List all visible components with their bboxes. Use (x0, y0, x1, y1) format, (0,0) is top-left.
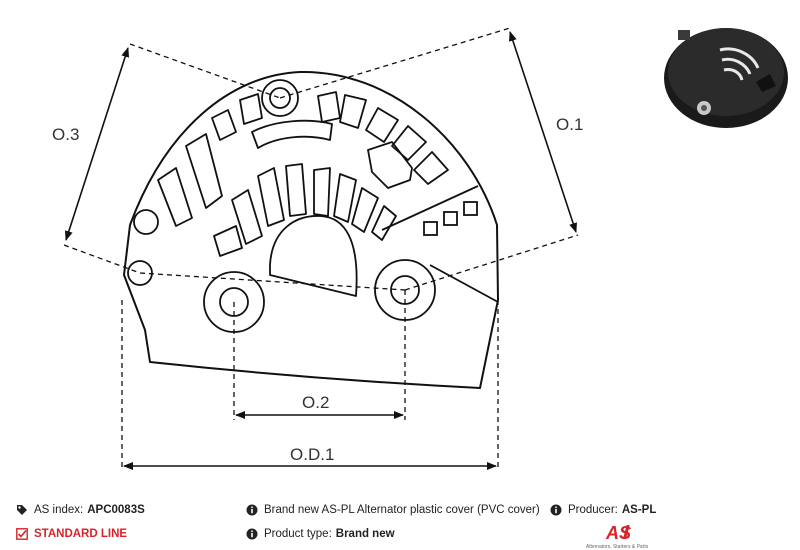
dim-od1-label: O.D.1 (290, 445, 334, 464)
terminal-area (381, 185, 499, 303)
as-index-row: AS index: APC0083S (16, 504, 145, 516)
info-icon (246, 504, 258, 516)
dimension-lines (64, 31, 577, 470)
standard-line-label: STANDARD LINE (34, 528, 128, 540)
product-type-value: Brand new (335, 528, 395, 540)
producer-value: AS-PL (621, 504, 657, 516)
standard-line-row: STANDARD LINE (16, 528, 127, 540)
product-type-row: Product type: Brand new (246, 528, 395, 540)
checkbox-icon (16, 528, 28, 540)
info-icon (246, 528, 258, 540)
logo-text: AS (605, 523, 631, 543)
as-index-label: AS index: (34, 504, 84, 516)
producer-row: Producer: AS-PL (550, 504, 656, 516)
technical-drawing: O.3 O.1 O.2 O.D.1 (52, 27, 583, 470)
dim-o3-label: O.3 (52, 125, 79, 144)
dim-o3-line (64, 47, 130, 241)
cover-outline (123, 70, 499, 389)
cover-slots (157, 91, 449, 297)
info-icon (550, 504, 562, 516)
logo-tagline: Alternators, Starters & Parts (586, 544, 649, 550)
dim-o1-line (509, 31, 577, 233)
producer-label: Producer: (568, 504, 618, 516)
product-type-label: Product type: (264, 528, 332, 540)
description-text: Brand new AS-PL Alternator plastic cover… (264, 504, 540, 516)
as-logo: AS Alternators, Starters & Parts (586, 523, 649, 550)
product-info: AS index: APC0083S STANDARD LINE Brand n… (0, 496, 800, 550)
extension-lines (63, 27, 579, 470)
dim-o1-label: O.1 (556, 115, 583, 134)
dim-o2-label: O.2 (302, 393, 329, 412)
tag-icon (17, 505, 27, 515)
product-photo (664, 28, 788, 128)
description-row: Brand new AS-PL Alternator plastic cover… (246, 504, 540, 516)
as-index-value: APC0083S (87, 504, 145, 516)
